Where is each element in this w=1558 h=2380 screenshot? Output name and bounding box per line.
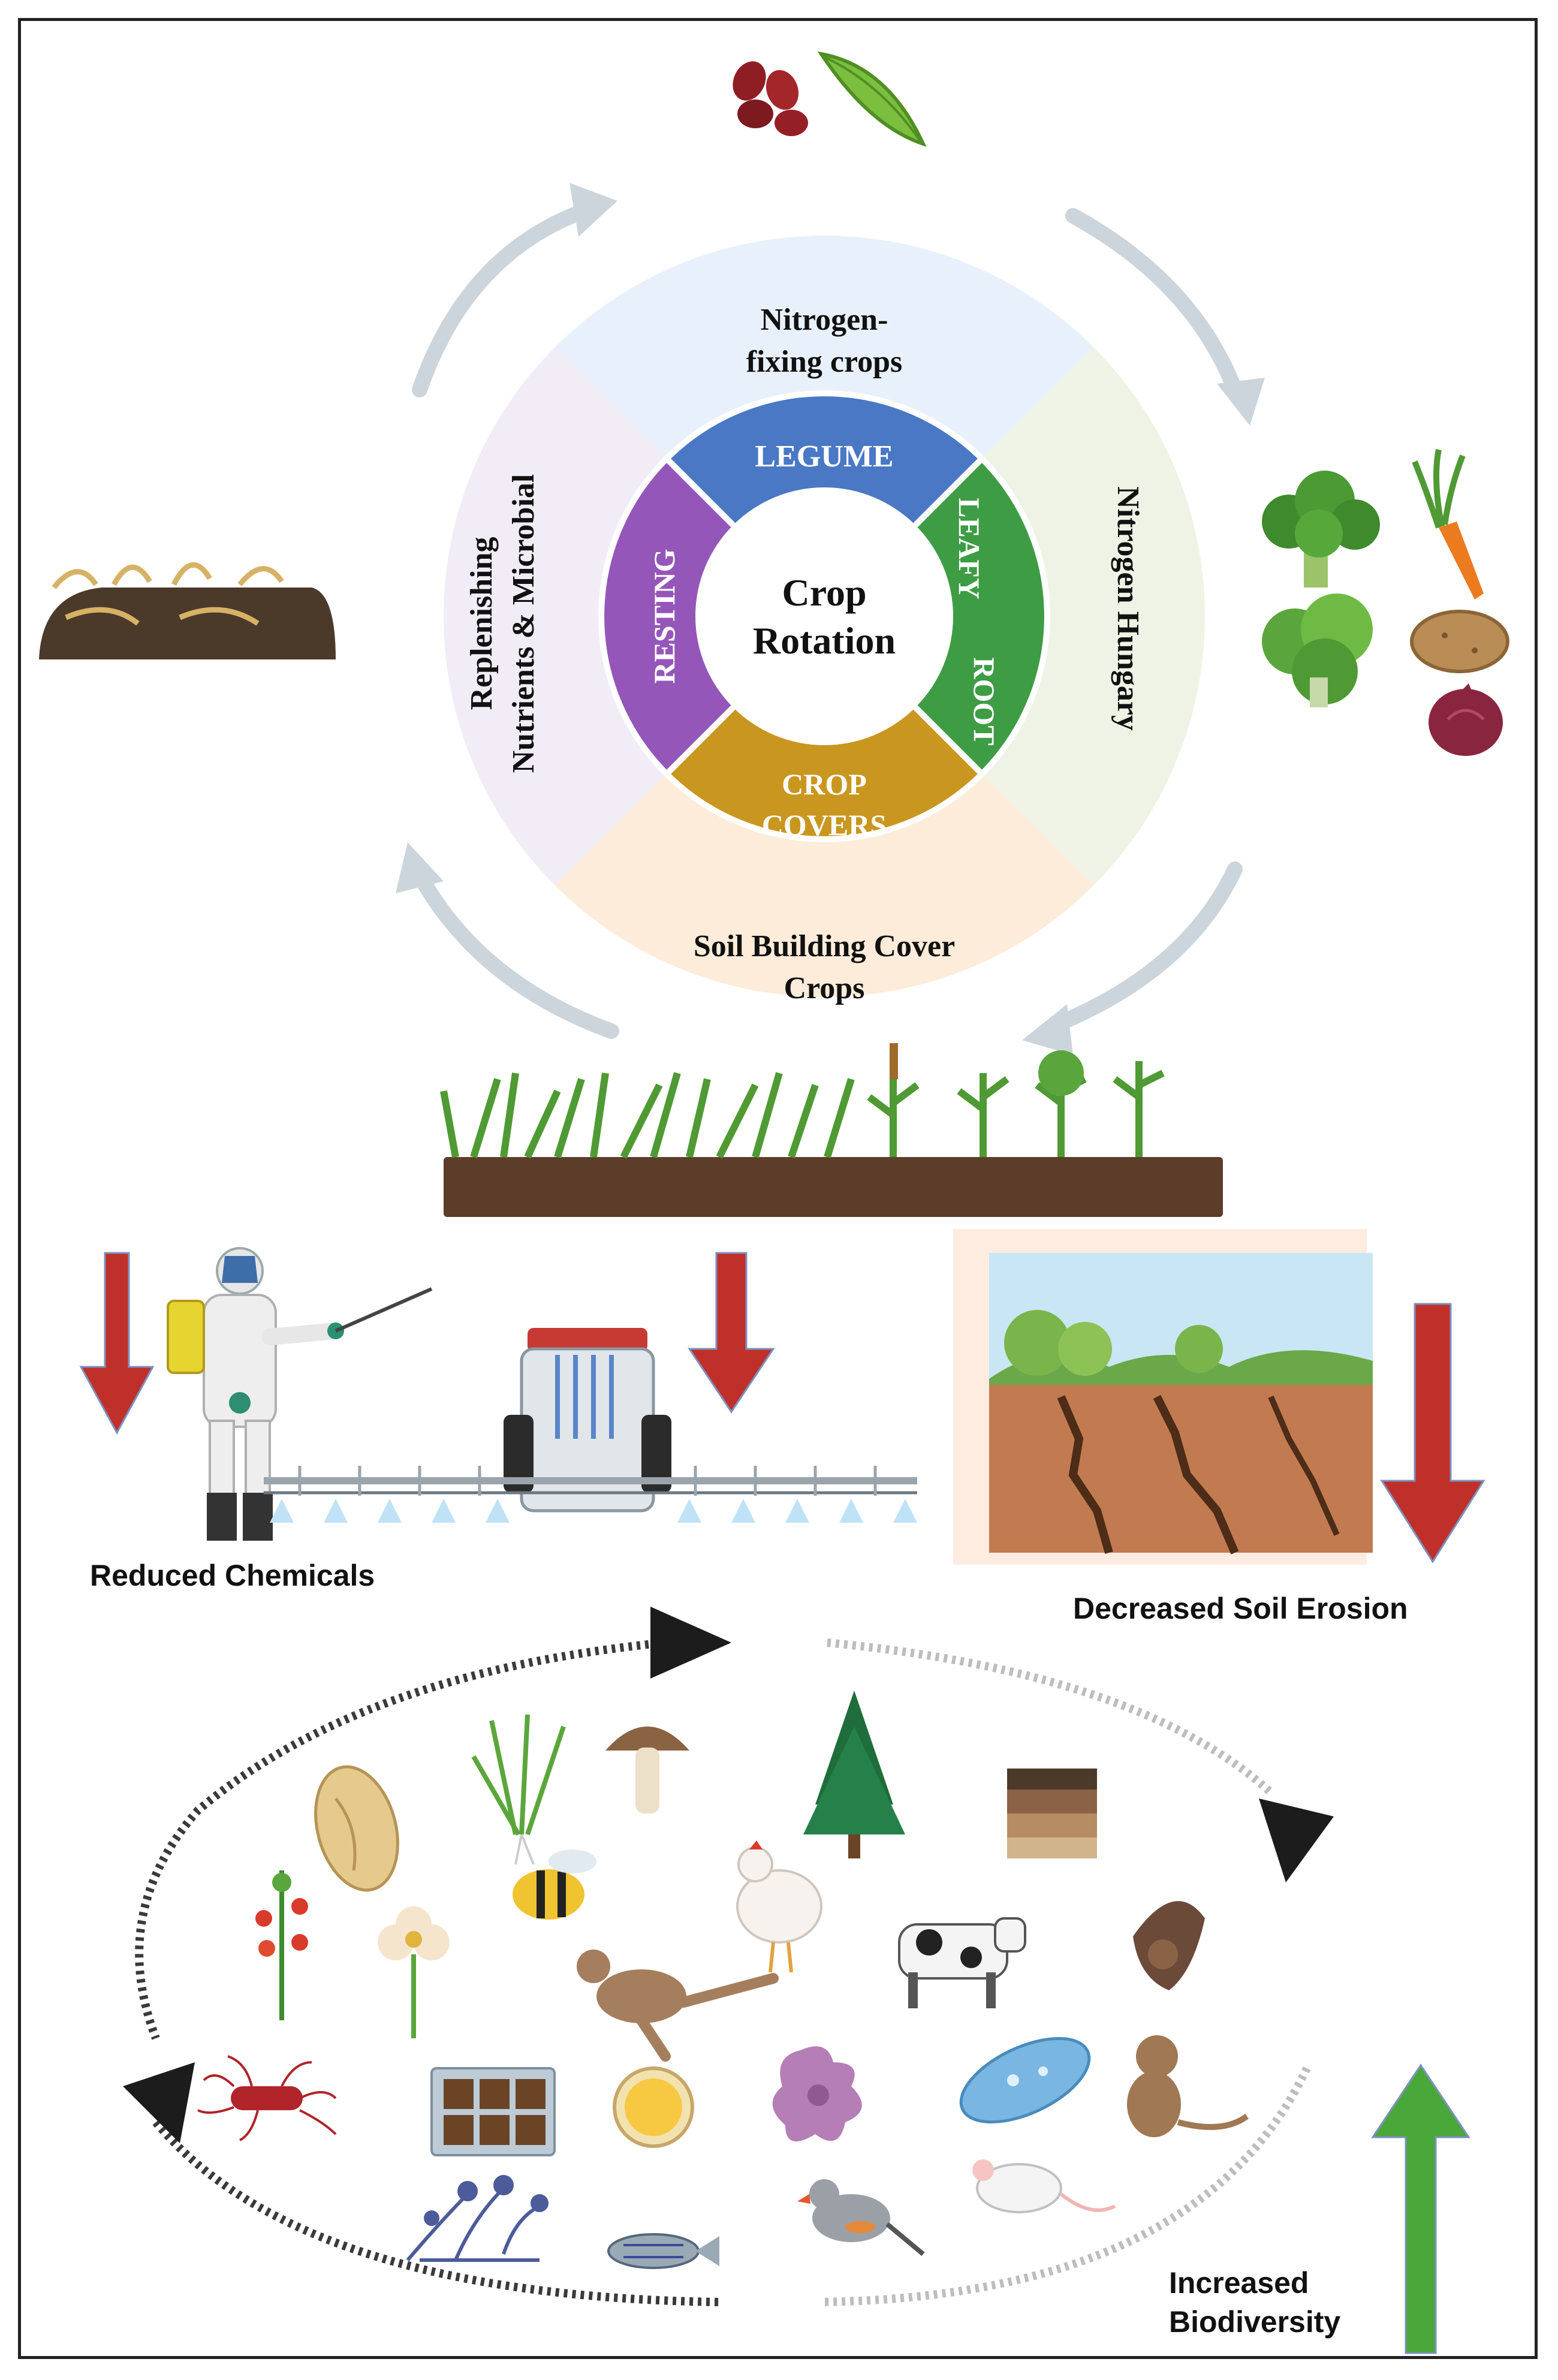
cover-crop-field-icon: [440, 1043, 1223, 1217]
cycle-arrowhead-left: [123, 2062, 195, 2143]
lettuce-icon: [1262, 594, 1373, 707]
soil-layers-icon: [1007, 1769, 1097, 1858]
mulch-soil-icon: [39, 562, 336, 659]
outer-left-label-line2: Nutrients & Microbial: [507, 474, 541, 773]
tomato-plant-icon: [255, 1870, 308, 2020]
increased-biodiversity-label-line1: Increased: [1169, 2266, 1309, 2300]
outer-left-label-line1: Replenishing: [465, 537, 499, 710]
chicken-icon: [736, 1840, 822, 1973]
figure-frame: [18, 18, 1538, 2359]
rotation-arrowheads: [396, 183, 1265, 1055]
biodiversity-cycle-dashes: [135, 1638, 1311, 2306]
pea-pod-icon: [817, 51, 927, 147]
amoeba-icon: [772, 2046, 862, 2141]
cycle-arrowhead-top: [650, 1607, 731, 1679]
cow-icon: [898, 1917, 1026, 2008]
down-arrow-erosion: [1380, 1303, 1485, 1563]
center-disc: [695, 487, 953, 745]
broccoli-icon: [1262, 471, 1380, 588]
bacterium-icon: [197, 2055, 337, 2141]
seed-icon: [314, 1765, 399, 1892]
flower-icon: [378, 1906, 450, 2038]
leafy-label: LEAFY: [953, 498, 986, 599]
beans-icon: [733, 61, 808, 136]
rotation-arrows: [412, 202, 1243, 1039]
down-arrow-chemicals-left: [79, 1252, 155, 1435]
mouse-icon: [972, 2159, 1116, 2213]
bee-icon: [513, 1849, 596, 1920]
potato-icon: [1410, 610, 1509, 673]
cell-plate-icon: [430, 2067, 556, 2156]
sprayer-person-icon: [167, 1247, 433, 1541]
bat-icon: [1133, 1901, 1205, 1990]
carrot-icon: [1412, 449, 1484, 599]
mushroom-icon: [605, 1727, 689, 1813]
down-arrows: [79, 1252, 1485, 1563]
increased-biodiversity-label-line2: Biodiversity: [1169, 2305, 1340, 2339]
resting-label: RESTING: [647, 549, 681, 683]
grass-icon: [471, 1714, 566, 1865]
legume-label: LEGUME: [755, 439, 893, 474]
kangaroo-icon: [577, 1950, 779, 2062]
paramecium-icon: [959, 2036, 1091, 2124]
tractor-sprayer-icon: [264, 1328, 917, 1523]
finch-icon: [797, 2179, 925, 2257]
crop-covers-label-line2: COVERS: [762, 808, 887, 842]
eroded-field-icon: [953, 1229, 1373, 1565]
outer-top-label-line1: Nitrogen-: [761, 303, 888, 337]
crop-covers-label-line1: CROP: [782, 767, 867, 801]
egg-cell-icon: [613, 2066, 694, 2148]
center-title-line1: Crop: [782, 571, 866, 614]
reduced-chemicals-label: Reduced Chemicals: [90, 1559, 375, 1592]
fungi-icon: [406, 2175, 549, 2262]
outer-bottom-label-line2: Crops: [784, 971, 865, 1005]
cycle-arrowheads: [123, 1607, 1334, 2143]
monkey-icon: [1127, 2035, 1249, 2137]
outer-top-label-line2: fixing crops: [746, 345, 903, 379]
center-title-line2: Rotation: [753, 619, 896, 662]
cycle-arrowhead-right: [1259, 1798, 1334, 1882]
down-arrow-chemicals-right: [688, 1252, 775, 1414]
outer-bottom-label-line1: Soil Building Cover: [694, 929, 955, 963]
up-arrow-biodiversity: [1371, 2063, 1470, 2354]
decreased-erosion-label: Decreased Soil Erosion: [1073, 1592, 1408, 1625]
pine-tree-icon: [803, 1691, 905, 1858]
fish-icon: [607, 2233, 719, 2269]
root-label: ROOT: [968, 657, 1001, 745]
outer-right-label: Nitrogen Hungary: [1111, 486, 1145, 731]
onion-icon: [1429, 683, 1503, 756]
